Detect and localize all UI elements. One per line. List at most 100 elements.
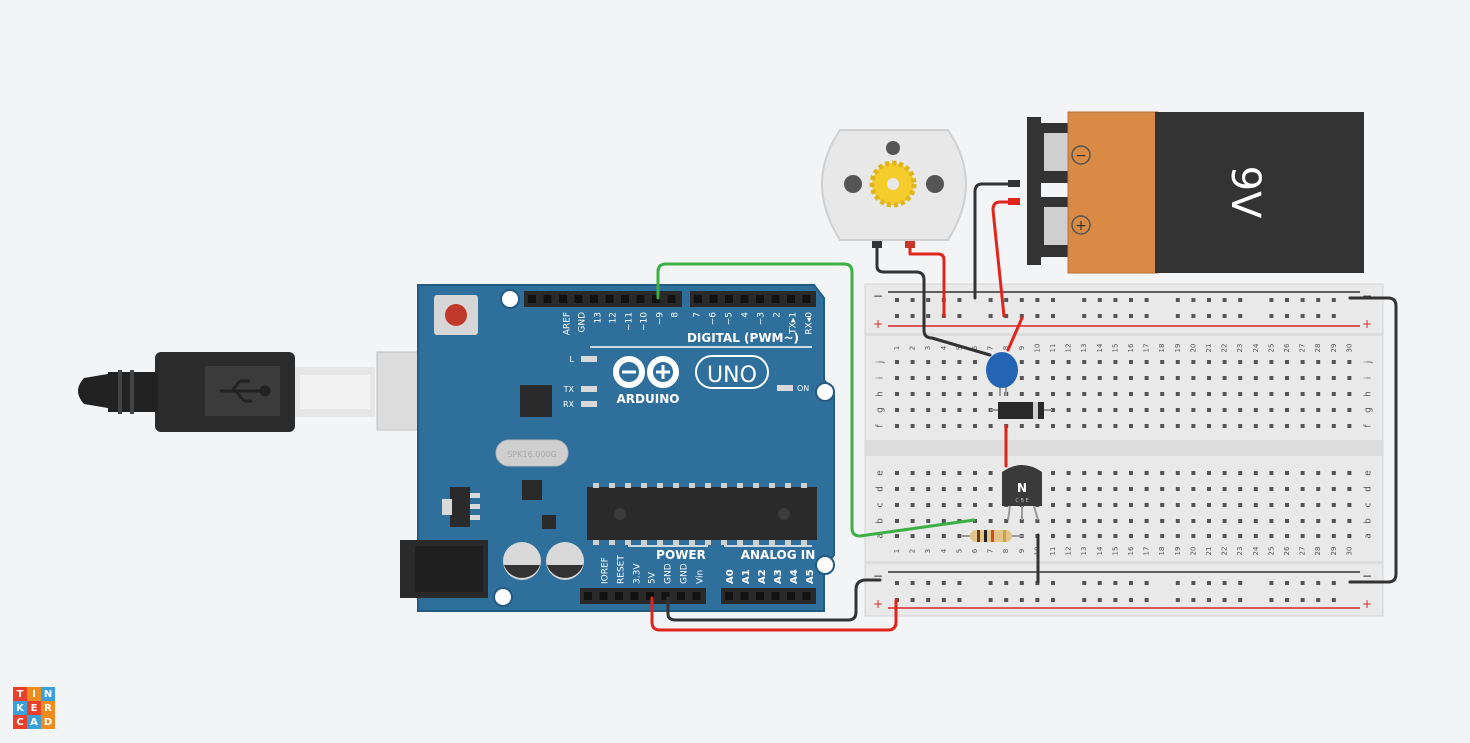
rail-hole[interactable] [1191,314,1196,318]
rail-hole[interactable] [1285,298,1289,302]
breadboard-hole[interactable] [1300,519,1305,523]
breadboard-hole[interactable] [1175,360,1180,364]
rail-hole[interactable] [1175,598,1180,602]
header-hole[interactable] [787,592,795,600]
rail-hole[interactable] [957,298,962,302]
breadboard-hole[interactable] [1035,392,1040,396]
breadboard-hole[interactable] [926,392,931,396]
header-hole[interactable] [709,295,718,303]
breadboard-hole[interactable] [1175,392,1180,396]
breadboard-hole[interactable] [1082,392,1087,396]
breadboard-hole[interactable] [1144,534,1149,538]
breadboard-hole[interactable] [1191,503,1196,507]
breadboard-hole[interactable] [1066,408,1071,412]
breadboard-hole[interactable] [1222,534,1227,538]
breadboard-hole[interactable] [1300,534,1305,538]
breadboard-hole[interactable] [895,503,899,507]
breadboard-hole[interactable] [895,376,899,380]
breadboard-hole[interactable] [1082,471,1087,475]
breadboard-hole[interactable] [973,392,977,396]
breadboard-hole[interactable] [1300,424,1305,428]
breadboard-hole[interactable] [1316,519,1321,523]
breadboard-hole[interactable] [1331,519,1336,523]
header-hole[interactable] [756,295,764,303]
breadboard-hole[interactable] [910,392,915,396]
rail-hole[interactable] [1300,598,1305,602]
rail-hole[interactable] [895,581,899,585]
breadboard-hole[interactable] [1285,487,1289,491]
breadboard-hole[interactable] [1222,408,1227,412]
rail-hole[interactable] [1035,314,1040,318]
breadboard-hole[interactable] [1113,392,1118,396]
rail-hole[interactable] [1097,598,1102,602]
breadboard-hole[interactable] [1253,487,1258,491]
breadboard-hole[interactable] [1066,360,1071,364]
breadboard-hole[interactable] [1097,360,1102,364]
breadboard-hole[interactable] [941,519,946,523]
breadboard-hole[interactable] [1222,487,1227,491]
breadboard-hole[interactable] [1238,503,1243,507]
breadboard-hole[interactable] [1347,424,1352,428]
breadboard-hole[interactable] [1191,408,1196,412]
breadboard-hole[interactable] [910,487,915,491]
breadboard-hole[interactable] [910,424,915,428]
breadboard-hole[interactable] [941,534,946,538]
rail-hole[interactable] [1331,581,1336,585]
breadboard-hole[interactable] [1253,534,1258,538]
breadboard-hole[interactable] [1035,424,1040,428]
breadboard-hole[interactable] [1331,534,1336,538]
rail-hole[interactable] [1051,314,1055,318]
breadboard-hole[interactable] [973,360,977,364]
breadboard-hole[interactable] [1316,534,1321,538]
breadboard-hole[interactable] [1191,471,1196,475]
header-hole[interactable] [559,295,567,303]
rail-hole[interactable] [957,314,962,318]
breadboard-hole[interactable] [1269,519,1274,523]
breadboard-hole[interactable] [1269,360,1274,364]
breadboard-hole[interactable] [1191,519,1196,523]
breadboard-hole[interactable] [1222,424,1227,428]
breadboard-hole[interactable] [957,360,962,364]
breadboard-hole[interactable] [1175,376,1180,380]
breadboard-hole[interactable] [1347,487,1352,491]
breadboard-hole[interactable] [1097,376,1102,380]
rail-hole[interactable] [1300,314,1305,318]
breadboard-hole[interactable] [1347,534,1352,538]
header-hole[interactable] [528,295,536,303]
breadboard-hole[interactable] [1253,519,1258,523]
battery-9v[interactable]: − + 9V [1027,111,1364,274]
breadboard-hole[interactable] [1129,408,1133,412]
breadboard-hole[interactable] [1347,503,1352,507]
wire-red-motor[interactable] [908,246,946,318]
rail-hole[interactable] [941,581,946,585]
wire-black-motor[interactable] [875,246,992,357]
breadboard-hole[interactable] [1300,503,1305,507]
rail-hole[interactable] [1331,298,1336,302]
breadboard-hole[interactable] [1331,471,1336,475]
breadboard-hole[interactable] [1207,519,1211,523]
breadboard-hole[interactable] [1160,360,1165,364]
breadboard-hole[interactable] [1129,471,1133,475]
rail-hole[interactable] [910,298,915,302]
rail-hole[interactable] [1019,598,1024,602]
breadboard-hole[interactable] [1160,392,1165,396]
breadboard-hole[interactable] [1066,424,1071,428]
transistor-npn[interactable]: N C B E [1002,465,1042,521]
breadboard-hole[interactable] [1331,376,1336,380]
breadboard-hole[interactable] [1113,408,1118,412]
breadboard-hole[interactable] [1207,471,1211,475]
breadboard[interactable]: − + − + − + − + 112233445566778899101011… [864,283,1384,617]
breadboard-hole[interactable] [1253,424,1258,428]
rail-hole[interactable] [1004,298,1009,302]
rail-hole[interactable] [1051,598,1055,602]
rail-hole[interactable] [1097,581,1102,585]
header-hole[interactable] [771,295,780,303]
breadboard-hole[interactable] [1082,503,1087,507]
breadboard-hole[interactable] [988,471,993,475]
breadboard-hole[interactable] [1175,424,1180,428]
wire-green-pin9[interactable] [656,262,976,538]
header-hole[interactable] [771,592,780,600]
breadboard-hole[interactable] [1066,519,1071,523]
breadboard-hole[interactable] [1160,503,1165,507]
breadboard-hole[interactable] [1035,376,1040,380]
